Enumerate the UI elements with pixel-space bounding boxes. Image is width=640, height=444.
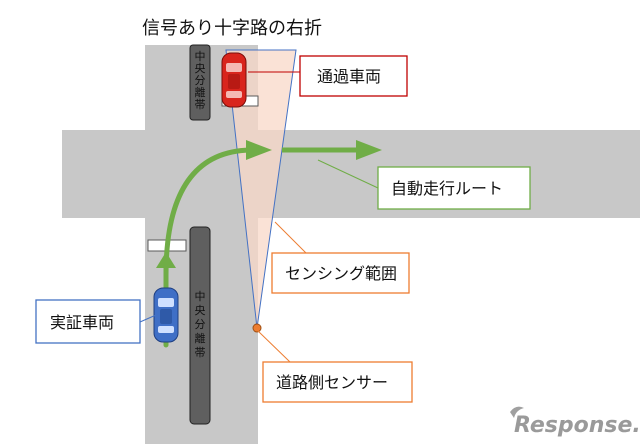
test-vehicle-box <box>35 299 141 344</box>
median-char: 分 <box>195 74 206 87</box>
auto-route-leader <box>317 159 379 189</box>
passing-vehicle-box <box>299 55 408 97</box>
roadside-sensor-label: 道路側センサー <box>276 373 388 392</box>
roadside-sensor-icon <box>252 323 262 333</box>
sensing-range-area <box>225 49 297 329</box>
passing-vehicle-label: 通過車両 <box>317 67 381 86</box>
diagram-title: 信号あり十字路の右折 <box>142 18 322 39</box>
test-vehicle-car <box>153 287 179 343</box>
median-top <box>189 44 211 121</box>
auto-route-curve-arrowhead <box>246 140 272 160</box>
sensing-range-label: センシング範囲 <box>285 264 397 283</box>
horizontal-road <box>62 130 640 218</box>
median-char: 帯 <box>195 346 206 359</box>
sensing-range-box <box>271 252 410 294</box>
test-vehicle-label: 実証車両 <box>50 313 114 332</box>
test-vehicle-leader <box>139 314 157 323</box>
median-bottom <box>189 226 211 425</box>
approach-arrowhead <box>156 252 176 268</box>
median-char: 中 <box>195 290 206 303</box>
auto-route-box <box>377 166 531 210</box>
median-char: 離 <box>195 85 206 99</box>
sensing-range-leader <box>274 221 307 254</box>
median-char: 帯 <box>195 98 206 111</box>
median-char: 中 <box>195 50 206 63</box>
median-char: 央 <box>195 62 206 75</box>
response-logo: Response. <box>510 406 640 438</box>
median-char: 分 <box>195 318 206 331</box>
median-char: 央 <box>195 304 206 317</box>
passing-vehicle-car <box>221 52 247 108</box>
response-logo-text: Response. <box>514 413 640 438</box>
roadside-sensor-leader <box>257 330 291 363</box>
roadside-sensor-box <box>262 361 413 403</box>
median-char: 離 <box>195 331 206 345</box>
auto-route-label: 自動走行ルート <box>391 179 503 198</box>
auto-route-straight-arrowhead <box>356 140 382 160</box>
